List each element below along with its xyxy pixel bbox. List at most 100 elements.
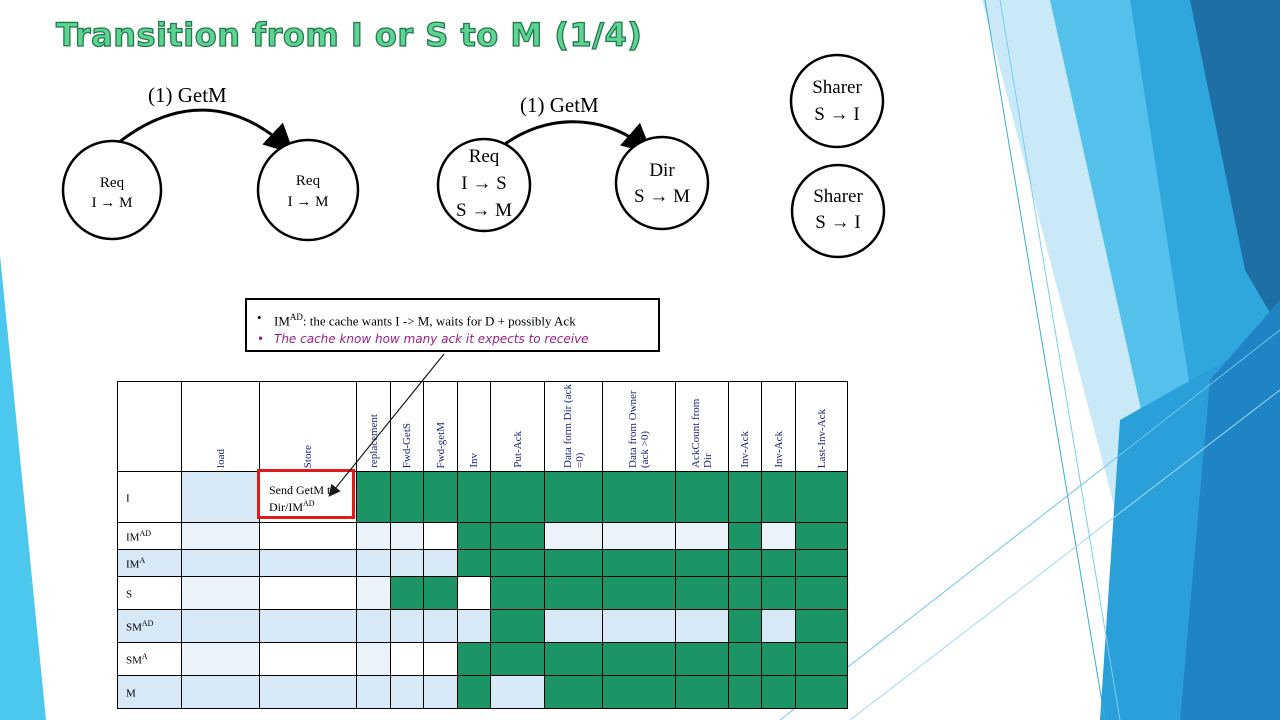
table-cell — [181, 609, 260, 643]
node-req-middle-line1: Req — [469, 146, 500, 167]
table-cell — [602, 522, 676, 550]
table-cell — [490, 642, 545, 676]
table-cell — [356, 675, 391, 709]
table-cell — [181, 471, 260, 523]
table-cell — [490, 675, 545, 709]
table-cell — [423, 609, 458, 643]
store-highlight-box — [257, 469, 355, 519]
table-cell — [795, 522, 848, 550]
table-cell — [761, 471, 796, 523]
getm-arrow-left — [117, 108, 295, 155]
table-cell — [356, 549, 391, 577]
table-cell — [457, 522, 491, 550]
header-data-from-dir: Data form Dir (ack =0) — [544, 381, 603, 472]
table-cell — [423, 576, 458, 610]
table-cell — [761, 522, 796, 550]
header-put-ack: Put-Ack — [490, 381, 545, 472]
node-sharer-top: Sharer S → I — [789, 53, 885, 149]
table-cell — [423, 471, 458, 523]
table-cell — [675, 522, 729, 550]
table-cell — [390, 642, 424, 676]
node-sharer-bottom-line2: S → I — [815, 212, 860, 233]
table-cell — [181, 576, 260, 610]
info-line-1: IMAD: the cache wants I -> M, waits for … — [257, 308, 658, 330]
table-cell — [490, 471, 545, 523]
table-cell — [457, 576, 491, 610]
state-cell: IMAD — [117, 522, 182, 550]
table-cell — [356, 576, 391, 610]
node-req-left-line2: I → M — [92, 195, 133, 211]
getm-arrow-right — [494, 120, 653, 154]
header-inv-ack-2: Inv-Ack — [761, 381, 796, 472]
getm-label-right: (1) GetM — [520, 93, 599, 117]
table-cell — [390, 522, 424, 550]
header-inv: Inv — [457, 381, 491, 472]
node-req-right: Req I → M — [256, 138, 360, 242]
table-cell — [490, 522, 545, 550]
table-cell — [728, 609, 762, 643]
table-cell — [181, 675, 260, 709]
node-req-right-line1: Req — [296, 173, 321, 189]
table-cell — [761, 642, 796, 676]
state-transition-table: load Store replacement Fwd-GetS Fwd-getM… — [117, 381, 848, 709]
table-cell — [181, 642, 260, 676]
header-fwd-gets: Fwd-GetS — [390, 381, 424, 472]
table-cell — [390, 471, 424, 523]
table-cell — [761, 549, 796, 577]
table-cell — [728, 675, 762, 709]
table-cell — [795, 576, 848, 610]
table-cell — [457, 549, 491, 577]
table-cell — [390, 675, 424, 709]
table-cell — [423, 549, 458, 577]
node-req-middle-line2: I → S — [461, 173, 506, 194]
node-dir: Dir S → M — [614, 135, 710, 231]
info-line-1-prefix: IM — [274, 313, 290, 329]
table-row: IMAD — [117, 522, 848, 550]
table-cell — [728, 642, 762, 676]
table-cell — [728, 549, 762, 577]
table-cell — [423, 642, 458, 676]
table-cell — [457, 609, 491, 643]
table-cell — [544, 609, 603, 643]
header-last-inv-ack: Last-Inv-Ack — [795, 381, 848, 472]
state-cell: SMA — [117, 642, 182, 676]
table-cell — [675, 642, 729, 676]
node-req-left: Req I → M — [61, 139, 163, 241]
table-cell — [675, 675, 729, 709]
table-cell — [490, 549, 545, 577]
node-dir-line2: S → M — [634, 186, 690, 207]
table-cell — [795, 609, 848, 643]
table-cell — [675, 471, 729, 523]
table-cell — [795, 675, 848, 709]
thin-line-a — [984, 0, 1106, 720]
table-cell — [356, 522, 391, 550]
table-cell — [259, 609, 357, 643]
table-cell — [390, 576, 424, 610]
table-row: I Send GetM to Dir/IMAD — [117, 471, 848, 523]
thin-line-d — [849, 389, 1280, 720]
state-cell: I — [117, 471, 182, 523]
table-cell — [390, 549, 424, 577]
table-cell — [356, 642, 391, 676]
table-row: SMAD — [117, 609, 848, 643]
table-cell — [259, 642, 357, 676]
table-cell — [490, 576, 545, 610]
table-cell — [544, 675, 603, 709]
table-cell — [423, 675, 458, 709]
table-header-row: load Store replacement Fwd-GetS Fwd-getM… — [117, 381, 848, 472]
table-cell — [761, 609, 796, 643]
slide-title: Transition from I or S to M (1/4) — [55, 15, 643, 54]
table-cell — [544, 642, 603, 676]
right-panel-deep — [1180, 300, 1280, 720]
header-corner — [117, 381, 182, 472]
table-cell — [356, 609, 391, 643]
table-cell — [728, 576, 762, 610]
table-cell — [181, 549, 260, 577]
table-cell — [356, 471, 391, 523]
table-cell — [259, 675, 357, 709]
node-req-middle: Req I → S S → M — [436, 137, 532, 233]
table-cell — [761, 576, 796, 610]
table-cell — [675, 549, 729, 577]
